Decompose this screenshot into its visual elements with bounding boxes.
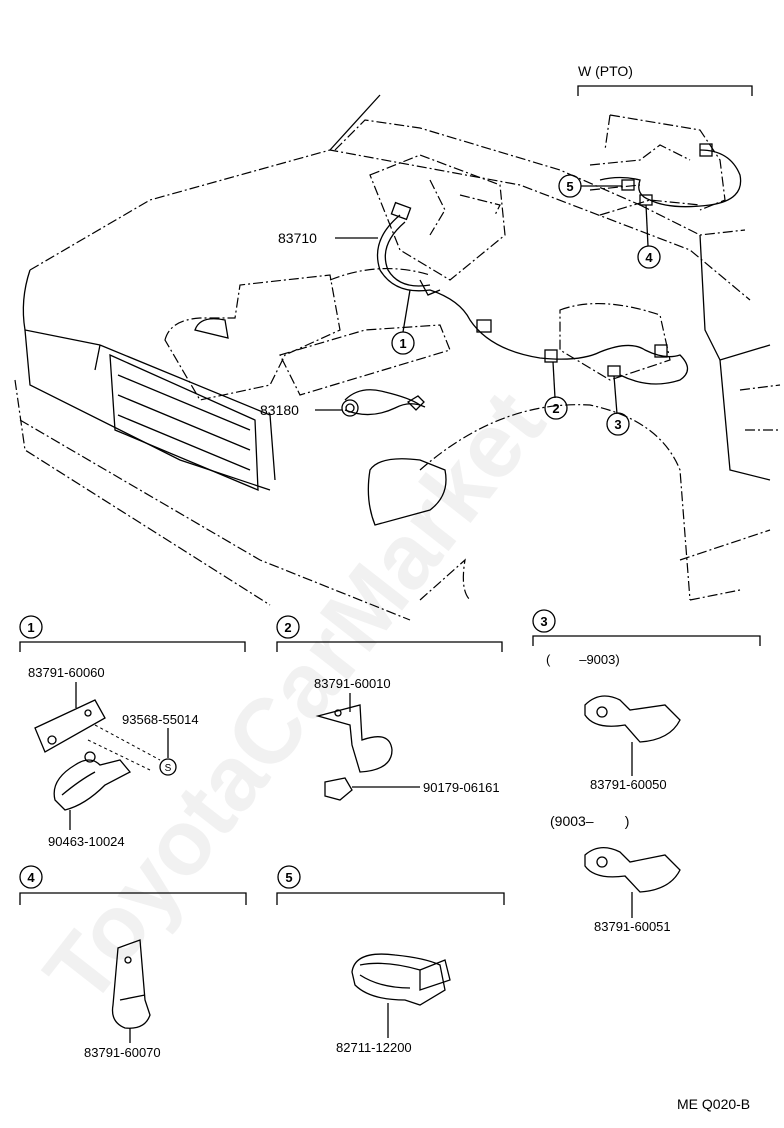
- detail-panel-3: 3 ( –9003) 83791-60050 (9003– ) 83791-60…: [532, 609, 761, 934]
- part-83791-60010: 83791-60010: [314, 676, 391, 691]
- callout-4-num: 4: [645, 250, 653, 265]
- part-82711-12200: 82711-12200: [336, 1040, 412, 1055]
- detail-panel-2: 2 83791-60010 90179-06161: [276, 615, 503, 801]
- pto-inset: W (PTO): [577, 63, 753, 216]
- panel-1-num: 1: [27, 620, 34, 635]
- part-83791-60060: 83791-60060: [28, 665, 105, 680]
- callout-2-num: 2: [552, 401, 559, 416]
- callout-5-num: 5: [566, 179, 573, 194]
- marker-s: S: [165, 763, 172, 774]
- figure-code: ME Q020-B: [677, 1096, 750, 1112]
- part-83791-60051: 83791-60051: [594, 919, 671, 934]
- panel-5-num: 5: [285, 870, 292, 885]
- part-83791-60070: 83791-60070: [84, 1045, 161, 1060]
- main-callouts: 83710 83180 1 2 3 4 5: [260, 174, 661, 436]
- detail-panel-5: 5 82711-12200: [276, 865, 505, 1055]
- callout-4: [637, 245, 661, 269]
- panel-4-num: 4: [27, 870, 35, 885]
- part-83791-60050: 83791-60050: [590, 777, 667, 792]
- panel-2-num: 2: [284, 620, 291, 635]
- callout-3: [606, 412, 630, 436]
- detail-panel-4: 4 83791-60070: [19, 865, 247, 1060]
- part-label-83710: 83710: [278, 230, 317, 246]
- variant-label: W (PTO): [578, 63, 633, 79]
- callout-5: [558, 174, 582, 198]
- vehicle-drawing: [14, 94, 781, 621]
- callout-1-num: 1: [399, 336, 406, 351]
- callout-3-num: 3: [614, 417, 621, 432]
- part-label-83180: 83180: [260, 402, 299, 418]
- callout-2: [544, 396, 568, 420]
- callout-1: [391, 331, 415, 355]
- part-90463-10024: 90463-10024: [48, 834, 125, 849]
- range-to-9003: ( –9003): [546, 652, 620, 667]
- range-from-9003: (9003– ): [550, 813, 629, 829]
- part-90179-06161: 90179-06161: [423, 780, 500, 795]
- detail-panel-1: 1 83791-60060 93568-55014 S 90463-10024: [19, 615, 246, 849]
- panel-3-num: 3: [540, 614, 547, 629]
- part-93568-55014: 93568-55014: [122, 712, 199, 727]
